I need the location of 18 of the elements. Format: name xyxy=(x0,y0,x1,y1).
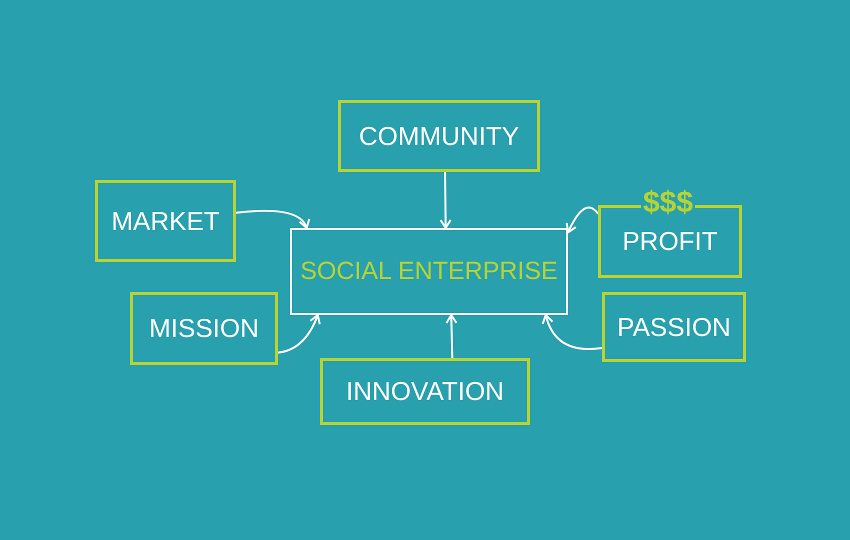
arrow xyxy=(542,314,602,350)
arrow xyxy=(445,314,458,358)
node-label: INNOVATION xyxy=(346,377,504,406)
concept-box xyxy=(320,358,530,425)
arrow xyxy=(440,172,452,229)
concept-box xyxy=(338,100,540,172)
node-label: PROFIT xyxy=(622,227,718,256)
concept-box xyxy=(602,292,746,362)
concept-box xyxy=(95,180,236,262)
node-label: COMMUNITY xyxy=(358,122,520,150)
concept-box xyxy=(130,292,278,365)
node-label: PASSION xyxy=(617,312,731,342)
arrow xyxy=(278,314,320,354)
node-label: MISSION xyxy=(149,314,259,343)
central-box xyxy=(290,228,568,315)
node-label: SOCIAL ENTERPRISE xyxy=(300,258,558,286)
arrow xyxy=(236,210,310,229)
node-label: MARKET xyxy=(111,206,220,236)
